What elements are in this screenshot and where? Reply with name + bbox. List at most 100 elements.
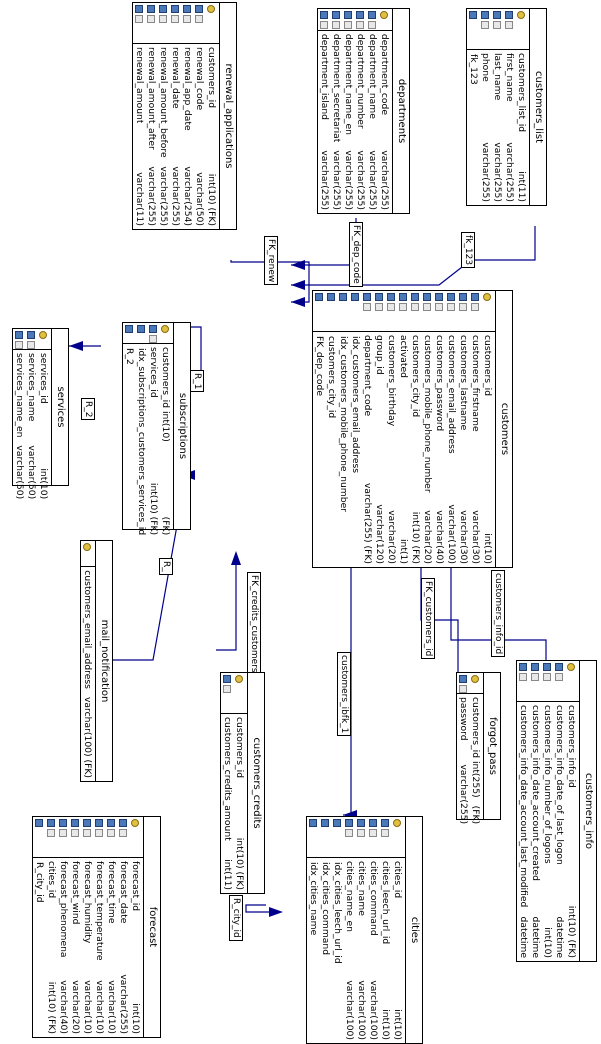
- table-icon: [107, 819, 115, 827]
- table-title: subscriptions: [173, 323, 190, 529]
- table-icon: [135, 5, 143, 13]
- field-icon: [47, 829, 55, 837]
- field-icon: [320, 21, 328, 29]
- field-icon: [71, 829, 79, 837]
- column-icons: [307, 817, 405, 858]
- index-row: idx_cities_leech_url_id: [332, 862, 343, 964]
- table-icon: [147, 5, 155, 13]
- table-mail-notification[interactable]: mail_notification customers_email_addres…: [80, 540, 113, 782]
- arrow-fk-renew: [291, 297, 305, 307]
- index-icon: [469, 11, 477, 19]
- key-icon: [471, 675, 479, 683]
- column-icons: [221, 673, 247, 714]
- index-row: idx_cities_command: [320, 862, 331, 956]
- field-icon: [183, 15, 191, 23]
- index-icon: [333, 819, 341, 827]
- table-title: customers_list: [529, 9, 546, 205]
- label-fk-renew: FK_renew: [264, 236, 278, 286]
- table-icon: [363, 293, 371, 301]
- field-icon: [368, 21, 376, 29]
- table-icon: [481, 11, 489, 19]
- table-icon: [223, 675, 231, 683]
- key-icon: [380, 11, 388, 19]
- arrow-city-id: [269, 907, 283, 917]
- index-icon: [351, 293, 359, 301]
- index-icon: [125, 325, 133, 333]
- table-icon: [27, 331, 35, 339]
- table-subscriptions[interactable]: subscriptions customers_id int(10)(FK) s…: [122, 322, 191, 535]
- field-icon: [459, 303, 467, 311]
- index-row: R_city_id: [34, 862, 45, 903]
- index-row: FK_dep_code: [314, 336, 325, 396]
- field-icon: [471, 303, 479, 311]
- field-icon: [459, 685, 467, 693]
- table-icon: [71, 819, 79, 827]
- table-forgot-pass[interactable]: forgot_pass customers_id int(255)(FK) pa…: [456, 672, 501, 824]
- table-icon: [369, 819, 377, 827]
- table-icon: [149, 325, 157, 333]
- table-icon: [423, 293, 431, 301]
- rel-line-fk-dep-code: [291, 218, 357, 266]
- field-icon: [369, 829, 377, 837]
- field-icon: [399, 303, 407, 311]
- table-title: departments: [392, 9, 409, 213]
- table-icon: [447, 293, 455, 301]
- table-title: forgot_pass: [483, 673, 500, 819]
- field-icon: [375, 303, 383, 311]
- key-icon: [207, 5, 215, 13]
- key-icon: [517, 11, 525, 19]
- index-row: idx_subscriptions_customers_services_id: [136, 348, 147, 536]
- table-icon: [320, 11, 328, 19]
- index-row: idx_customers_email_address: [350, 336, 361, 474]
- field-icon: [83, 829, 91, 837]
- table-icon: [555, 663, 563, 671]
- field-icon: [107, 829, 115, 837]
- field-icon: [423, 303, 431, 311]
- table-title: customers_credits: [247, 673, 264, 893]
- index-icon: [35, 819, 43, 827]
- key-icon: [393, 819, 401, 827]
- index-row: R_2: [124, 348, 135, 365]
- arrow-fk-dep-code: [291, 260, 305, 270]
- column-row: customers_id int(10)(FK): [160, 347, 171, 536]
- column-icons: [81, 541, 95, 568]
- rel-line-r-city-id: [245, 904, 269, 913]
- key-icon: [39, 331, 47, 339]
- field-icon: [543, 673, 551, 681]
- index-row: idx_customers_mobile_phone_number: [338, 336, 349, 513]
- label-r-2: R_2: [81, 398, 95, 421]
- field-icon: [555, 673, 563, 681]
- table-icon: [345, 819, 353, 827]
- index-row: idx_cities_name: [308, 862, 319, 936]
- arrow-credits: [231, 551, 241, 565]
- column-icons: [13, 329, 51, 350]
